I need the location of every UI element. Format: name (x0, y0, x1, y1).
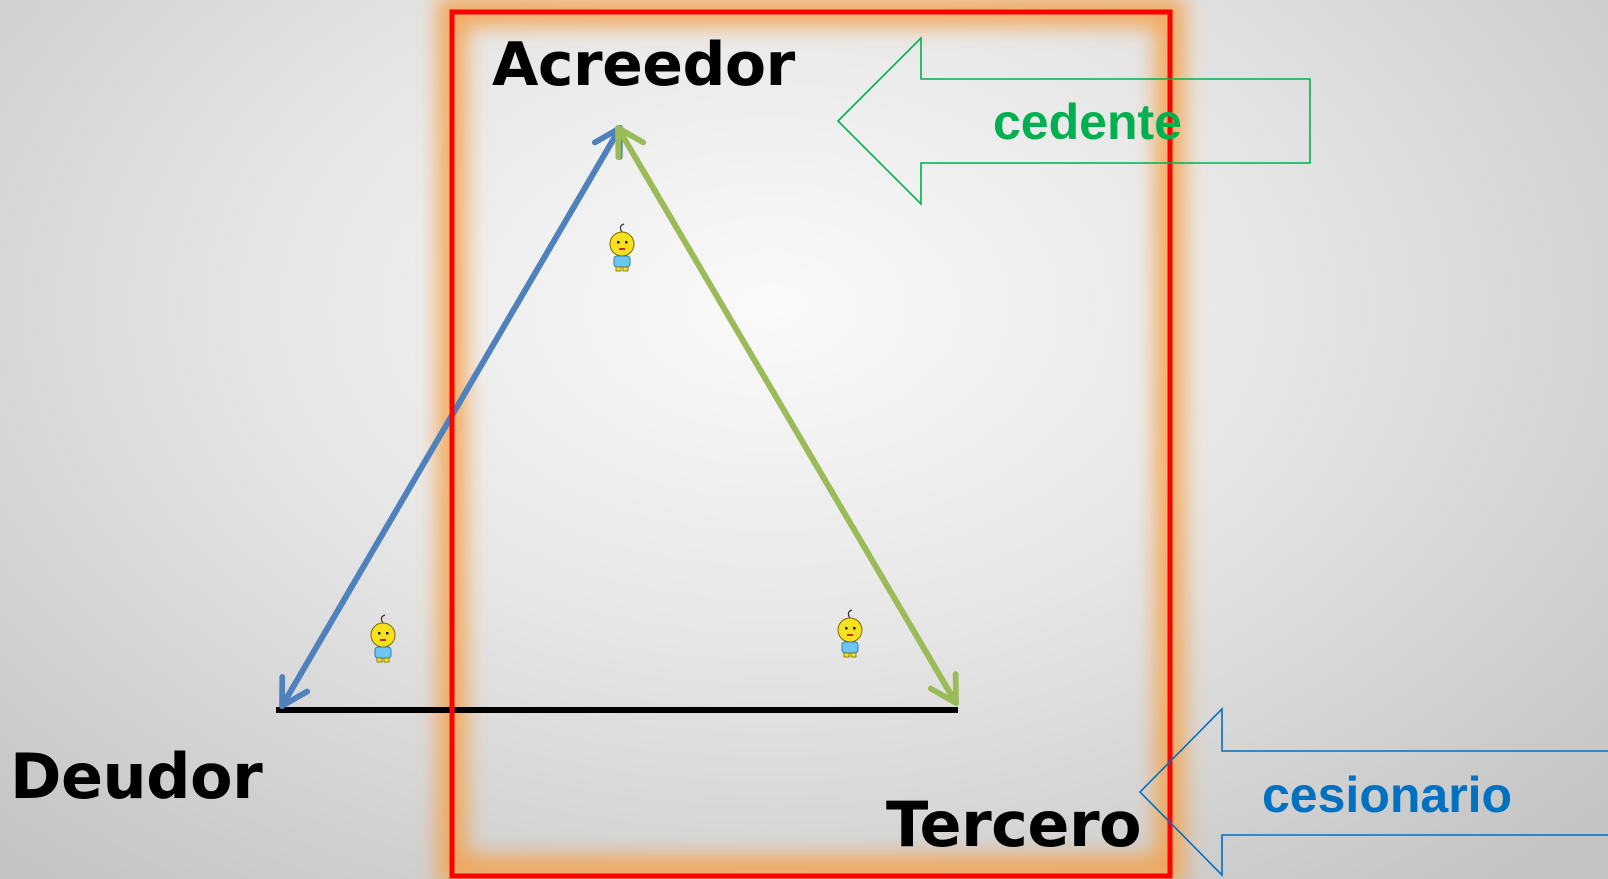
cesionario-callout-arrow (1138, 707, 1608, 877)
person-figure-icon (837, 609, 863, 658)
acreedor-label: Acreedor (492, 30, 795, 100)
cesionario-label: cesionario (1262, 767, 1513, 823)
tercero-label: Tercero (886, 788, 1142, 861)
highlight-frame (449, 9, 1173, 879)
person-figure-icon (609, 223, 635, 272)
cedente-callout-arrow (836, 36, 1311, 206)
person-figure-icon (370, 614, 396, 663)
cedente-label: cedente (993, 94, 1182, 150)
arrow-acreedor-tercero (615, 125, 959, 706)
deudor-label: Deudor (10, 740, 263, 813)
